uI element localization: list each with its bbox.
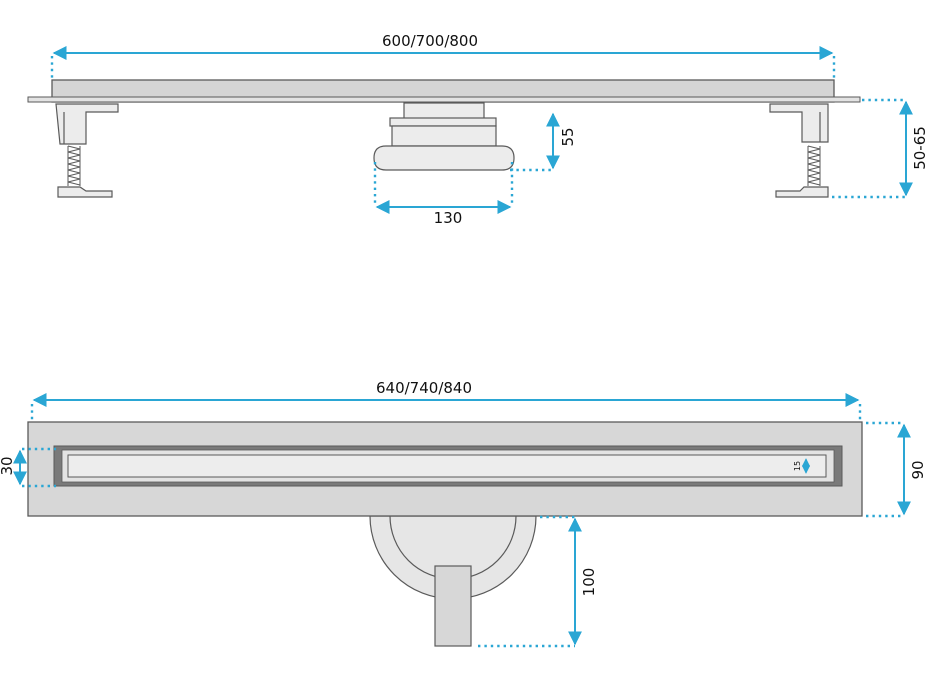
body-width-dimension: 90 [866,421,927,518]
side-length-label: 600/700/800 [382,32,478,50]
body-width-label: 90 [909,460,927,479]
top-view: 640/740/840 30 15 90 100 [0,379,927,648]
side-view: 600/700/800 55 130 50-65 [27,32,928,227]
outlet-depth-label: 100 [580,568,598,597]
grate [67,454,827,478]
adjust-height-label: 50-65 [911,126,928,170]
outlet-width-label: 130 [434,209,463,227]
outlet-height-label: 55 [559,127,577,146]
outlet-siphon [373,102,515,171]
outlet-depth-dimension: 100 [478,515,598,648]
adjust-height-dimension: 50-65 [832,98,928,199]
left-leg-thread [67,145,81,186]
slot-width-dimension: 30 [0,447,56,488]
top-length-label: 640/740/840 [376,379,472,397]
outlet-height-dimension: 55 [510,112,577,172]
right-leg-thread [807,145,821,186]
right-adjustable-leg [769,103,829,198]
flange-plate [27,96,861,103]
side-length-dimension: 600/700/800 [50,32,836,79]
grate-gap-dimension: 15 [793,458,811,474]
outlet-width-dimension: 130 [373,162,514,227]
top-length-dimension: 640/740/840 [30,379,862,420]
grate-gap-label: 15 [793,461,802,471]
left-adjustable-leg [55,103,119,198]
slot-width-label: 30 [0,456,16,475]
outlet-pipe-top [369,515,537,647]
